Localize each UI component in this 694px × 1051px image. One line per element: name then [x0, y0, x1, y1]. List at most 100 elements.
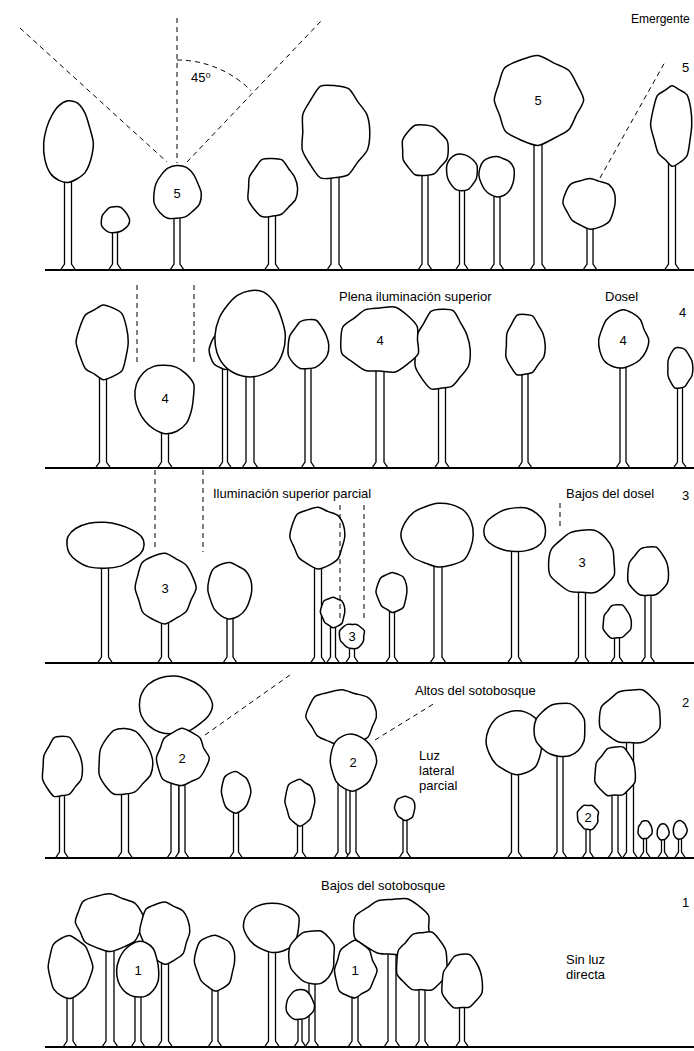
tree-crown — [117, 941, 159, 997]
tree-crown — [494, 55, 583, 145]
tree-trunk — [158, 430, 173, 468]
tree-crown — [549, 530, 615, 593]
tree-crown — [341, 307, 419, 372]
tree-crown — [67, 522, 144, 568]
light-ray — [203, 470, 204, 552]
crown-class: 5 — [492, 56, 584, 144]
ground-line — [45, 857, 694, 859]
tree-trunk — [96, 376, 111, 469]
tree-trunk — [575, 592, 590, 663]
tree-crown — [668, 348, 693, 389]
tree-trunk — [158, 619, 173, 663]
tree-crown — [595, 747, 636, 796]
tree-trunk — [230, 808, 243, 858]
crown-number: 3 — [578, 555, 585, 570]
tree-trunk — [456, 1006, 469, 1048]
crown-number: 4 — [376, 333, 383, 348]
tree-crown — [285, 779, 315, 826]
stratum-name: Emergente — [630, 12, 691, 27]
tree-crown — [139, 676, 212, 734]
tree-trunk — [583, 224, 597, 270]
stratum-name: Dosel — [604, 289, 639, 304]
angle-arc — [177, 60, 251, 91]
tree-trunk — [265, 213, 280, 270]
tree-trunk — [530, 140, 546, 270]
tree-crown — [339, 624, 364, 648]
tree-trunk — [219, 366, 232, 468]
tree-trunk — [109, 229, 122, 270]
crown-class: 2 — [328, 733, 378, 791]
tree-crown — [99, 728, 153, 794]
tree-trunk — [98, 564, 113, 664]
tree-trunk — [118, 791, 133, 859]
tree-trunk — [553, 754, 567, 859]
tree-crown — [599, 310, 649, 368]
stratum-number: 2 — [681, 695, 690, 710]
tree-trunk — [518, 371, 532, 468]
crown-class: 1 — [116, 940, 160, 1000]
crown-number: 4 — [619, 333, 626, 348]
tree-trunk — [61, 180, 76, 270]
stratum-name: Bajos del dosel — [565, 486, 655, 501]
crown-class: 3 — [338, 622, 366, 650]
tree-group — [48, 894, 482, 1047]
tree-crown — [484, 508, 546, 552]
tree-crown — [221, 772, 250, 814]
tree-trunk — [301, 366, 315, 468]
tree-trunk — [63, 993, 77, 1047]
tree-group — [76, 290, 693, 468]
tree-trunk — [582, 827, 594, 858]
crown-class: 2 — [155, 729, 209, 787]
tree-crown — [506, 314, 545, 375]
tree-crown — [288, 319, 329, 368]
tree-trunk — [508, 549, 523, 664]
tree-trunk — [346, 787, 360, 858]
ground-line — [45, 662, 694, 664]
tree-trunk — [175, 783, 189, 858]
tree-crown — [638, 821, 652, 839]
tree-trunk — [158, 958, 173, 1047]
light-ray — [364, 505, 365, 621]
tree-trunk — [508, 771, 523, 859]
tree-trunk — [418, 171, 432, 270]
light-ray — [600, 62, 665, 178]
stratum-number: 4 — [678, 305, 687, 320]
tree-crown — [651, 86, 692, 167]
crown-class: 3 — [133, 553, 197, 623]
crown-number: 4 — [161, 391, 168, 406]
tree-crown — [415, 309, 470, 389]
crown-number: 2 — [584, 810, 591, 825]
tree-crown — [402, 125, 448, 176]
tree-trunk — [372, 371, 388, 468]
ground-line — [45, 269, 694, 271]
tree-crown — [208, 562, 252, 619]
tree-crown — [563, 179, 615, 230]
tree-crown — [289, 931, 335, 984]
tree-trunk — [665, 161, 680, 270]
tree-trunk — [415, 988, 429, 1047]
tree-crown — [76, 305, 128, 380]
angle-label: 45⁰ — [190, 70, 212, 85]
tree-crown — [154, 165, 201, 218]
tree-trunk — [294, 1016, 306, 1047]
crown-class: 5 — [152, 165, 202, 221]
light-ray — [205, 675, 290, 735]
tree-crown — [397, 932, 448, 991]
tree-trunk — [56, 793, 69, 858]
tree-crown — [447, 154, 478, 190]
tree-crown — [44, 101, 94, 183]
tree-trunk — [170, 217, 184, 270]
crown-number: 3 — [348, 629, 355, 644]
ground-line — [45, 467, 694, 469]
light-ray — [194, 285, 195, 362]
tree-trunk — [435, 386, 450, 468]
tree-group — [44, 85, 692, 270]
tree-trunk — [348, 995, 362, 1047]
tree-trunk — [456, 186, 469, 270]
tree-crown — [286, 989, 314, 1019]
crown-number: 1 — [134, 963, 141, 978]
tree-trunk — [327, 623, 340, 663]
light-ray — [20, 28, 167, 162]
crown-class: 1 — [333, 941, 377, 999]
